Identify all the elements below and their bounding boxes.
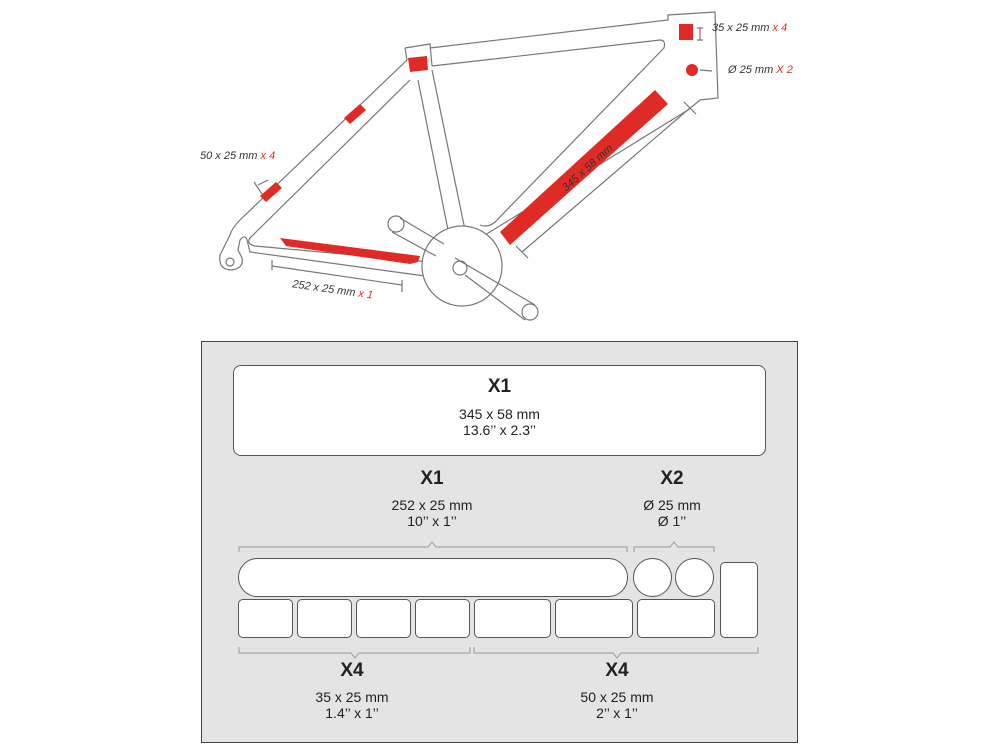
mm: 35 x 25 mm xyxy=(315,689,389,705)
size: 50 x 25 mm xyxy=(200,150,258,162)
sticker-circle xyxy=(633,558,672,597)
medium-qty: X4 xyxy=(605,660,629,681)
in: 13.6’’ x 2.3’’ xyxy=(463,422,536,438)
mm: Ø 25 mm xyxy=(643,497,701,513)
sticker-small xyxy=(238,599,293,638)
mm: 50 x 25 mm xyxy=(580,689,654,705)
sticker-small xyxy=(415,599,470,638)
bike-frame-diagram xyxy=(219,11,719,321)
in: 10’’ x 1’’ xyxy=(407,513,457,529)
group-brackets xyxy=(238,541,759,659)
sticker-large xyxy=(233,365,766,456)
sticker-medium xyxy=(637,599,715,638)
sticker-long xyxy=(238,558,628,597)
label-35x25: 35 x 25 mm x 4 xyxy=(712,22,787,34)
label-circle: Ø 25 mm X 2 xyxy=(728,64,793,76)
qty: x 1 xyxy=(357,287,374,302)
label-50x25: 50 x 25 mm x 4 xyxy=(200,150,275,162)
sticker-small xyxy=(297,599,352,638)
qty: x 4 xyxy=(772,22,788,34)
qty: X 2 xyxy=(776,64,793,76)
sticker-small-vertical xyxy=(720,562,758,638)
qty: x 4 xyxy=(260,150,276,162)
mm: 252 x 25 mm xyxy=(391,497,473,513)
small-qty: X4 xyxy=(340,660,364,681)
mm: 345 x 58 mm xyxy=(459,406,540,422)
in: 1.4’’ x 1’’ xyxy=(325,705,379,721)
in: Ø 1’’ xyxy=(657,513,687,529)
long-qty: X1 xyxy=(420,468,444,489)
large-qty: X1 xyxy=(487,376,512,397)
size: 35 x 25 mm xyxy=(712,22,770,34)
sticker-circle xyxy=(675,558,714,597)
sticker-small xyxy=(356,599,411,638)
size: Ø 25 mm xyxy=(728,64,774,76)
in: 2’’ x 1’’ xyxy=(596,705,638,721)
circle-qty: X2 xyxy=(660,468,684,489)
sticker-medium xyxy=(474,599,551,638)
sticker-medium xyxy=(555,599,633,638)
